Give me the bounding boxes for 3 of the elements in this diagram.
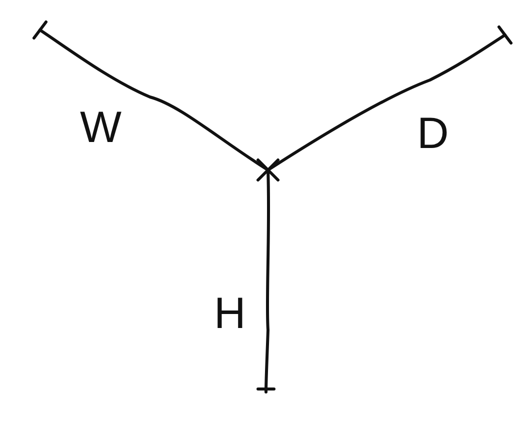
- dimension-label: W: [80, 106, 122, 150]
- dimension-label: D: [417, 112, 449, 156]
- dimension-label: H: [214, 292, 246, 336]
